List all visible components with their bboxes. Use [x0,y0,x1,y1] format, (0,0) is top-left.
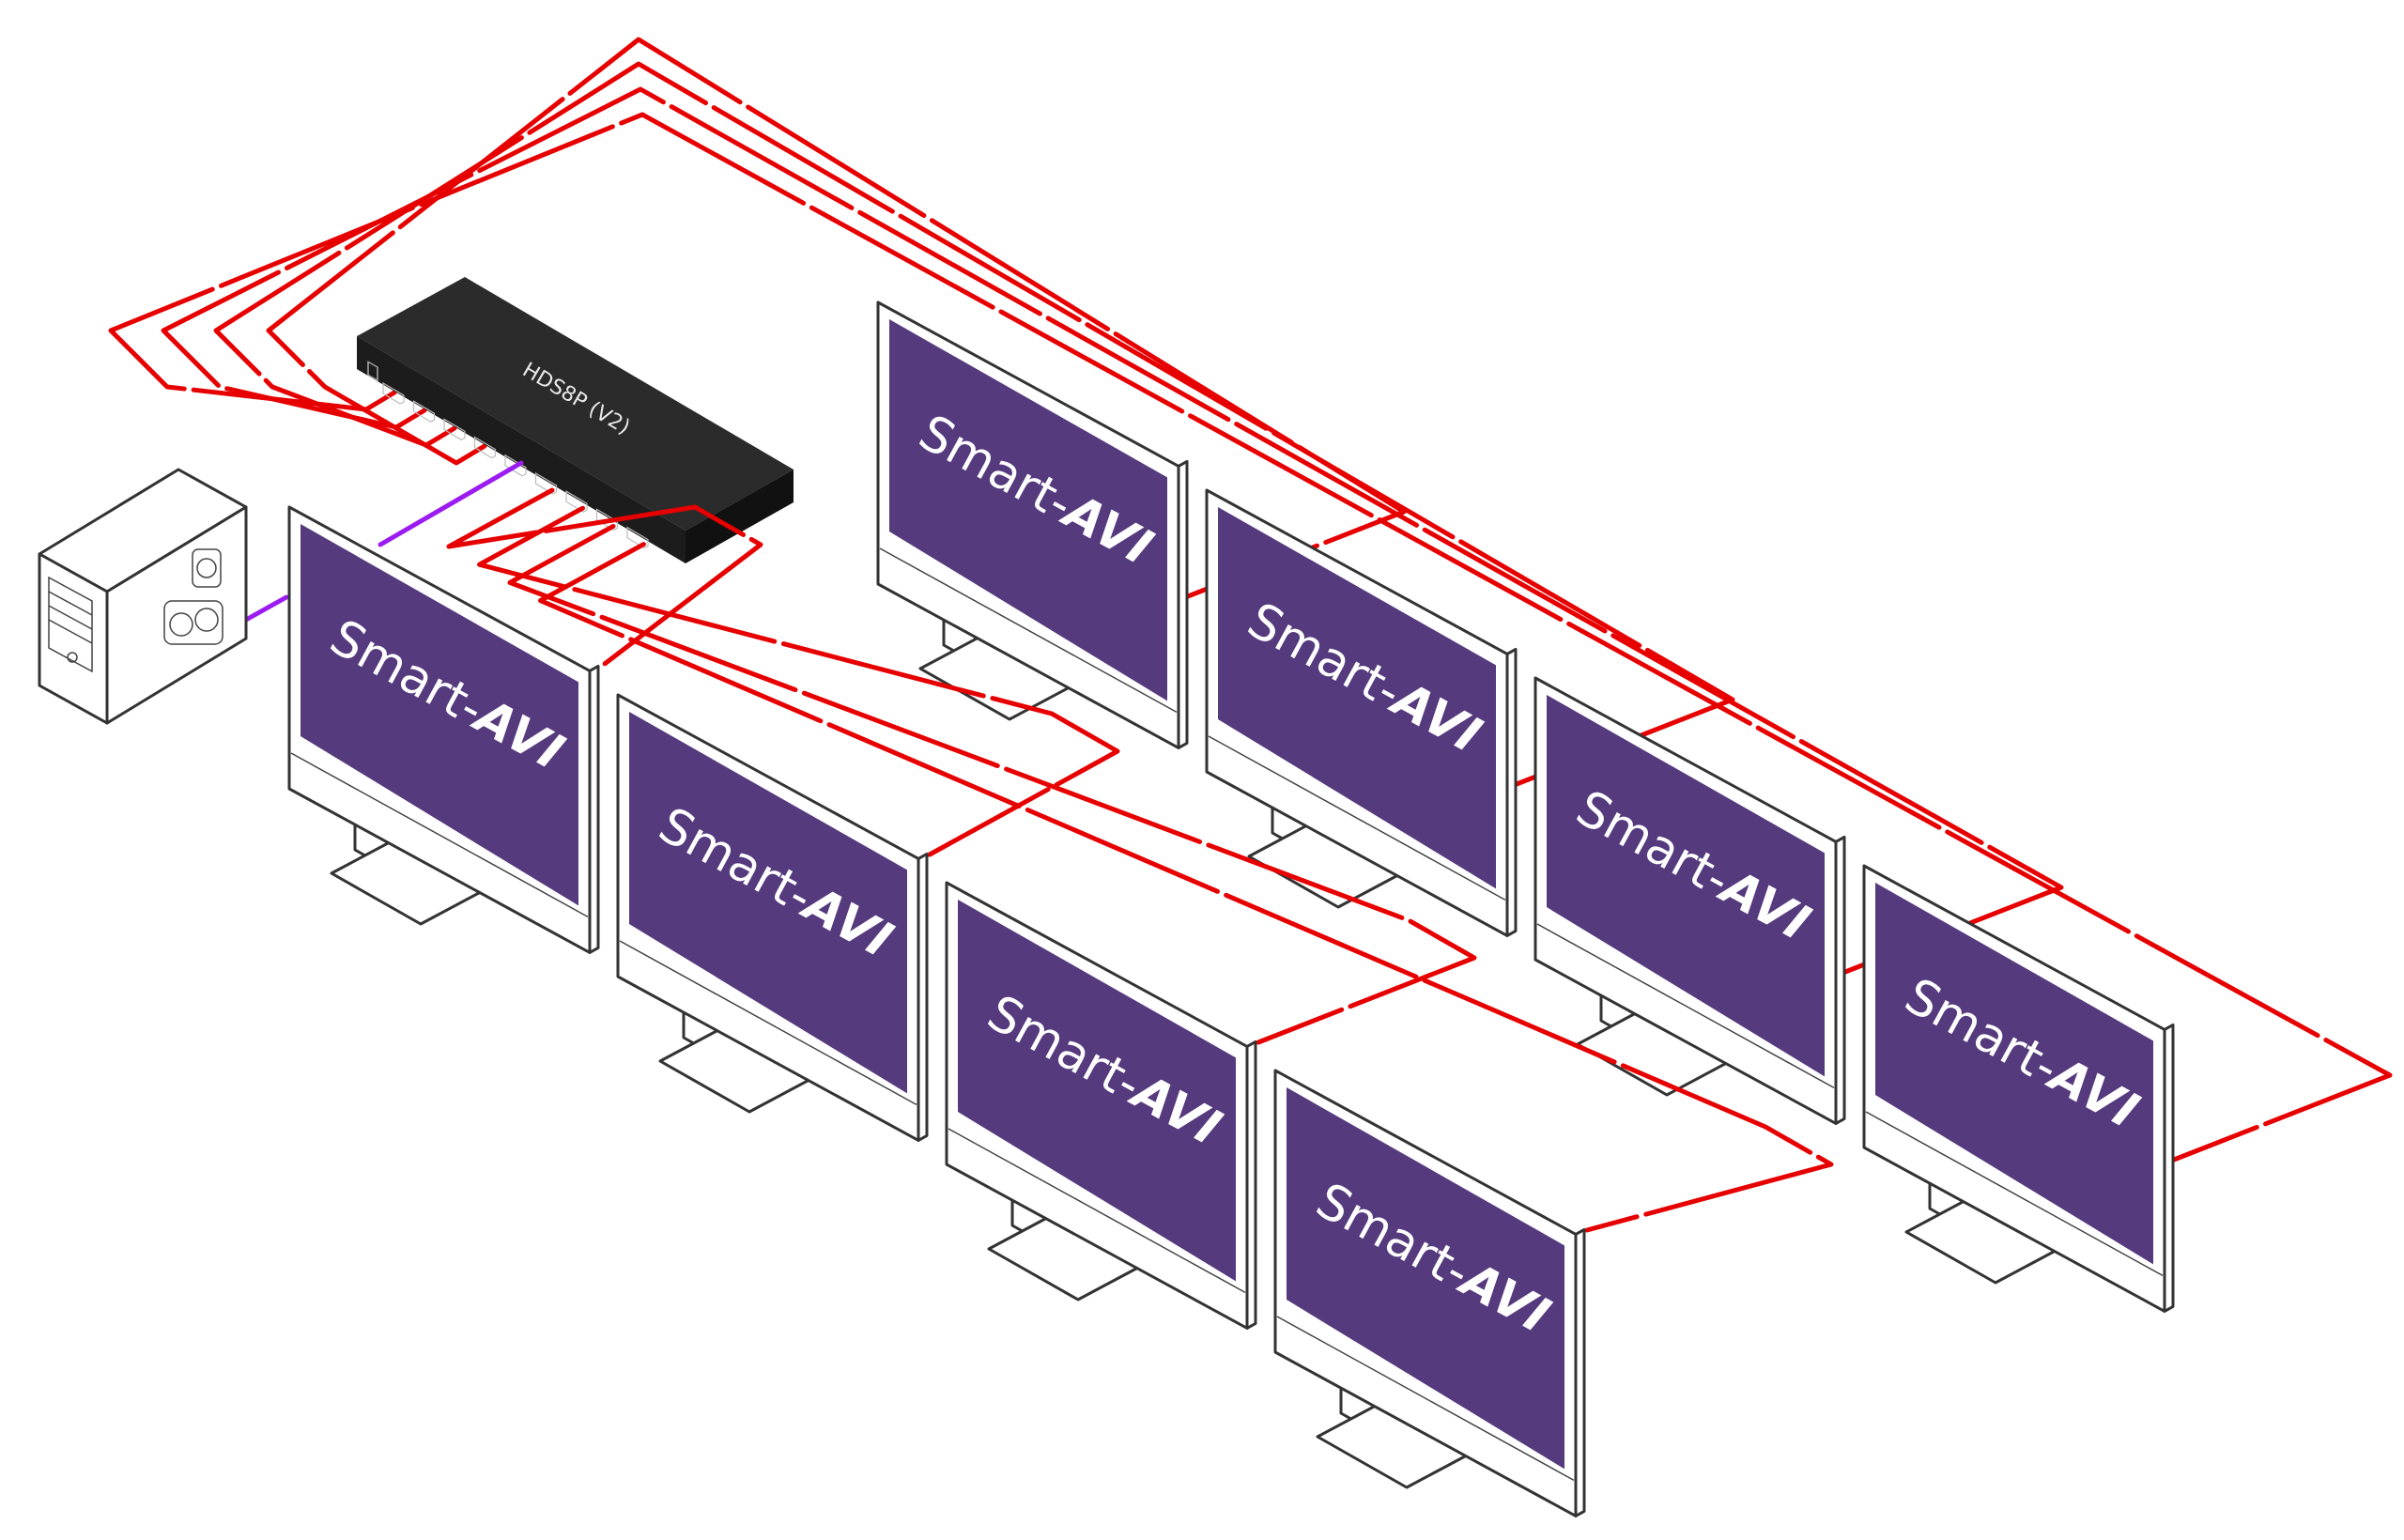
monitor-side [588,664,600,954]
monitor: Smart-AVI [1273,1069,1586,1517]
hdmi-output-cable [507,523,1477,1045]
monitor: Smart-AVI [1862,864,2175,1313]
splitter-top [357,277,794,531]
hdmi-output-cable [446,487,763,670]
hdmi-port-icon [473,436,497,459]
hdmi-port-icon [534,471,558,495]
hdmi-output-cable [266,37,1407,599]
pc-side [105,505,248,725]
monitor-side [1574,1227,1586,1517]
pc-tower-icon [38,468,248,725]
output-cables-back-row [108,37,2393,1163]
fan-grill-icon [163,600,223,645]
monitor-side [1834,835,1846,1125]
monitor-screen [629,712,907,1094]
hdmi-port-icon [412,400,436,423]
hdmi-port-icon [565,490,588,513]
monitor: Smart-AVI [1533,676,1846,1125]
monitor-side [1505,647,1518,937]
hdmi-port-icon [504,454,527,477]
monitor: Smart-AVI [616,693,929,1142]
hdmi-port-icon [443,418,466,441]
hdmi-port-icon [626,526,649,549]
monitor-screen [1875,883,2153,1265]
fan-grill-icon [192,548,222,588]
hdmi-output-cable [538,542,1834,1233]
monitor-screen [958,900,1236,1282]
monitor-screen [300,524,578,906]
monitor-screen [1547,695,1825,1077]
hdmi-input-cable [243,594,289,623]
monitor-screen [1287,1087,1564,1470]
hdmi-input-cable [378,460,524,547]
monitor: Smart-AVI [1205,488,1518,937]
hdmi-port-icon [382,381,405,405]
splitter-side [686,470,794,563]
monitor-screen [889,319,1167,701]
splitter-front [357,336,686,563]
monitor: Smart-AVI [287,505,600,954]
monitor: Smart-AVI [945,881,1257,1330]
monitor-screen [1218,507,1496,889]
monitor-side [1245,1040,1257,1330]
output-cables-front-row [243,460,1834,1233]
hdmi-splitter: HDS8P (V2) [357,277,794,563]
monitor: Smart-AVI [876,300,1189,749]
power-jack-icon [367,361,378,382]
monitor-side [917,852,929,1142]
monitor-side [2163,1023,2175,1313]
monitor-side [1177,459,1189,749]
power-button-icon [67,652,78,663]
pc-drive-bays [48,576,93,673]
hdmi-ports [382,381,649,549]
